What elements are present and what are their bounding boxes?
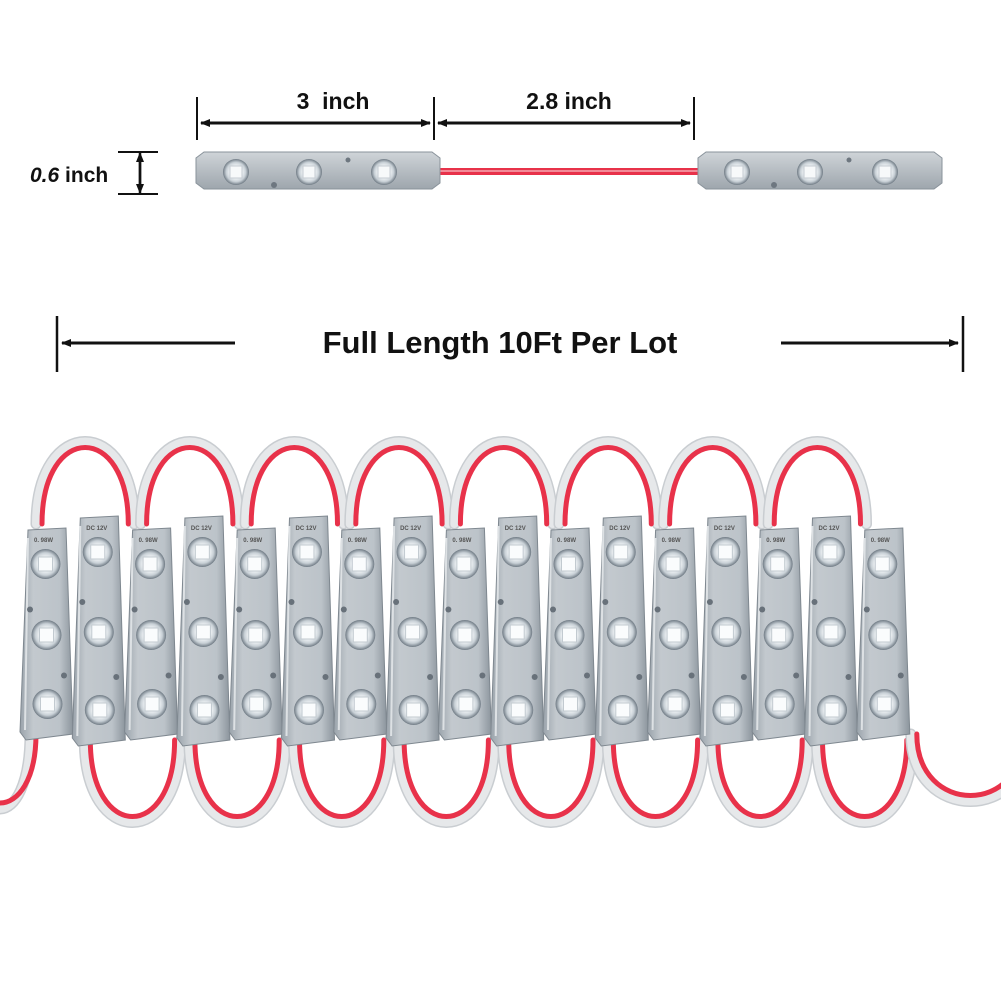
led-module: DC 12V xyxy=(280,515,336,747)
module-mark: DC 12V xyxy=(505,526,526,532)
dim-label-module-height: 0.6 inch xyxy=(30,164,108,187)
wire-loops-bottom xyxy=(0,728,1001,828)
led-module: 0. 98W xyxy=(856,527,911,741)
top-dimension-diagram: 3 inch 2.8 inch 0.6 inch xyxy=(30,88,943,195)
module-mark: 0. 98W xyxy=(871,538,890,544)
led-module: 0. 98W xyxy=(542,527,597,741)
led-module: 0. 98W xyxy=(751,527,806,741)
module-mark: DC 12V xyxy=(86,526,107,532)
full-length-banner: Full Length 10Ft Per Lot xyxy=(55,316,965,372)
module-mark: 0. 98W xyxy=(34,538,53,544)
dim-label-module-length: 3 inch xyxy=(297,88,370,114)
module-mark: 0. 98W xyxy=(662,538,681,544)
wire-loops-top xyxy=(30,436,872,530)
led-module: DC 12V xyxy=(385,515,440,747)
led-module-left xyxy=(195,151,441,190)
module-mark: DC 12V xyxy=(819,526,840,532)
module-mark: 0. 98W xyxy=(766,538,785,544)
banner-title: Full Length 10Ft Per Lot xyxy=(323,325,678,360)
module-mark: 0. 98W xyxy=(452,538,471,544)
module-mark: 0. 98W xyxy=(243,538,262,544)
module-mark: 0. 98W xyxy=(139,538,158,544)
dim-height-unit: inch xyxy=(59,164,108,187)
dim-label-wire-spacing: 2.8 inch xyxy=(526,88,612,114)
led-module: DC 12V xyxy=(803,515,859,747)
module-mark: DC 12V xyxy=(191,526,212,532)
led-module: DC 12V xyxy=(71,515,126,747)
led-module: 0. 98W xyxy=(19,527,74,741)
module-mark: 0. 98W xyxy=(557,538,576,544)
led-module: 0. 98W xyxy=(124,527,179,741)
module-mark: DC 12V xyxy=(714,526,735,532)
led-module: 0. 98W xyxy=(647,527,702,741)
led-module: DC 12V xyxy=(176,515,231,747)
led-module: 0. 98W xyxy=(228,527,283,741)
module-mark: 0. 98W xyxy=(348,538,367,544)
led-module: 0. 98W xyxy=(333,527,388,741)
module-mark: DC 12V xyxy=(400,526,421,532)
led-module: 0. 98W xyxy=(437,527,492,741)
led-module: DC 12V xyxy=(490,515,545,747)
dim-height-value: 0.6 xyxy=(30,164,60,187)
module-mark: DC 12V xyxy=(609,526,630,532)
led-module: DC 12V xyxy=(699,515,754,747)
led-module-right xyxy=(697,151,943,190)
module-mark: DC 12V xyxy=(296,526,317,532)
module-strip: 0. 98W DC 12V 0. 98W DC 12V 0. 98W DC 12V 0. 9… xyxy=(19,515,911,747)
led-module: DC 12V xyxy=(594,515,649,747)
